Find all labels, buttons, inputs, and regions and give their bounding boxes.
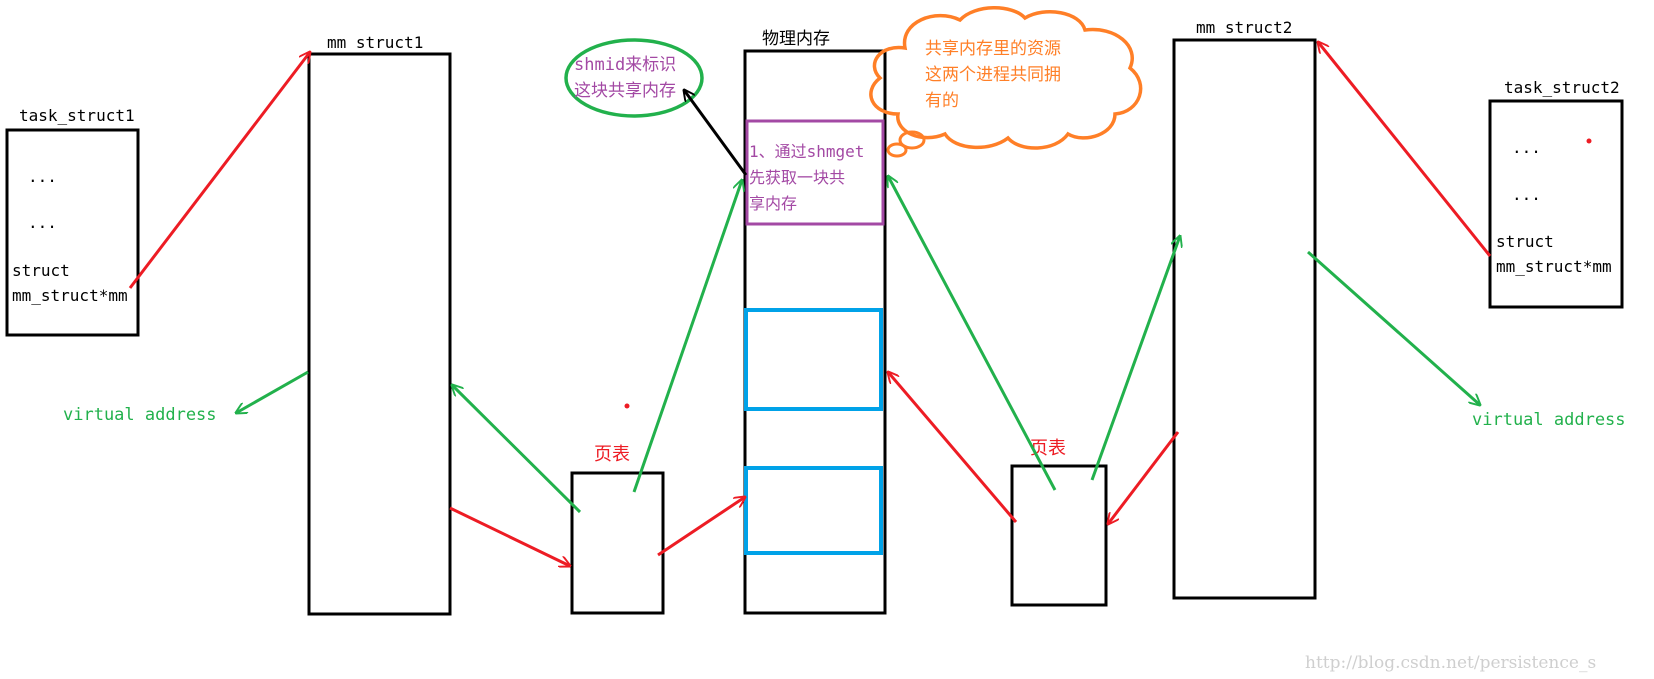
physical-page-1 <box>744 308 883 411</box>
arrow-pagetable-left-to-mm1 <box>452 385 582 514</box>
task-struct2-dots-1: ... <box>1512 138 1541 157</box>
page-table-right-node: 页表 <box>1010 438 1108 607</box>
virtual-address-right-label: virtual address <box>1472 410 1626 430</box>
arrow-pagetable-right-to-shm <box>888 176 1057 491</box>
cloud-line2: 这两个进程共同拥 <box>925 65 1061 85</box>
arrow-pagetable-left-to-page2 <box>657 497 745 557</box>
task-struct2-field-line2: mm_struct*mm <box>1496 257 1612 276</box>
shared-memory-segment <box>745 119 885 226</box>
physical-memory-box <box>743 49 887 615</box>
task-struct1-dots-2: ... <box>28 213 57 232</box>
physical-memory-node: 物理内存 1、通过shmget 先获取一块共 享内存 <box>743 29 887 615</box>
page-table-right-box <box>1010 464 1108 607</box>
mm-struct1-title: mm struct1 <box>327 33 423 52</box>
task-struct2-field-line1: struct <box>1496 232 1554 251</box>
arrow-task2-to-mm2 <box>1318 42 1492 257</box>
thought-cloud: 共享内存里的资源 这两个进程共同拥 有的 <box>869 6 1143 158</box>
arrow-pagetable-left-to-shm <box>632 180 742 493</box>
arrow-mm1-to-pagetable-left <box>449 506 570 566</box>
stray-dot-1 <box>624 403 630 409</box>
page-table-left-node: 页表 <box>570 444 665 615</box>
task-struct2-node: task_struct2 ... ... struct mm_struct*mm <box>1488 78 1624 309</box>
arrows <box>128 42 1492 566</box>
page-table-right-label: 页表 <box>1030 438 1066 459</box>
cloud-line3: 有的 <box>925 91 959 111</box>
task-struct2-dots-2: ... <box>1512 185 1541 204</box>
mm-struct2-box <box>1172 38 1317 600</box>
shmid-note-line1: shmid来标识 <box>574 55 676 75</box>
arrow-shm-to-shmid <box>684 90 748 176</box>
mm-struct2-node: mm struct2 <box>1172 18 1317 600</box>
task-struct1-box <box>5 128 140 337</box>
cloud-shape <box>869 6 1143 150</box>
arrow-pagetable-right-to-mm2 <box>1090 236 1180 481</box>
arrow-pagetable-right-to-page1 <box>888 372 1018 523</box>
shmid-ellipse <box>564 38 704 118</box>
cloud-bubble-1 <box>898 130 926 150</box>
virtual-address-left-label: virtual address <box>63 405 217 425</box>
mm-struct1-box <box>307 52 452 616</box>
physical-memory-title: 物理内存 <box>762 29 830 49</box>
shmid-note-line2: 这块共享内存 <box>574 81 676 101</box>
page-table-left-label: 页表 <box>594 444 630 465</box>
task-struct1-field-line1: struct <box>12 261 70 280</box>
shm-note-line2: 先获取一块共 <box>749 168 845 187</box>
task-struct2-title: task_struct2 <box>1504 78 1620 97</box>
physical-page-2 <box>744 466 883 555</box>
task-struct1-field-line2: mm_struct*mm <box>12 286 128 305</box>
shmid-note: shmid来标识 这块共享内存 <box>564 38 704 118</box>
arrow-task1-to-mm1 <box>128 52 310 289</box>
cloud-line1: 共享内存里的资源 <box>925 39 1061 59</box>
mm-struct2-title: mm struct2 <box>1196 18 1292 37</box>
arrow-mm2-to-virtual-address <box>1307 250 1480 405</box>
cloud-bubble-2 <box>886 142 908 158</box>
shm-note-line3: 享内存 <box>749 194 797 213</box>
task-struct2-box <box>1488 99 1624 309</box>
watermark: http://blog.csdn.net/persistence_s <box>1305 653 1596 673</box>
task-struct1-title: task_struct1 <box>19 106 135 125</box>
task-struct1-node: task_struct1 ... ... struct mm_struct*mm <box>5 106 140 337</box>
mm-struct1-node: mm struct1 <box>307 33 452 616</box>
page-table-left-box <box>570 471 665 615</box>
arrow-mm1-to-virtual-address <box>236 370 309 413</box>
stray-dot-2 <box>1586 138 1592 144</box>
task-struct1-dots-1: ... <box>28 167 57 186</box>
arrow-mm2-to-pagetable-right <box>1108 431 1180 524</box>
shm-note-line1: 1、通过shmget <box>749 142 864 161</box>
